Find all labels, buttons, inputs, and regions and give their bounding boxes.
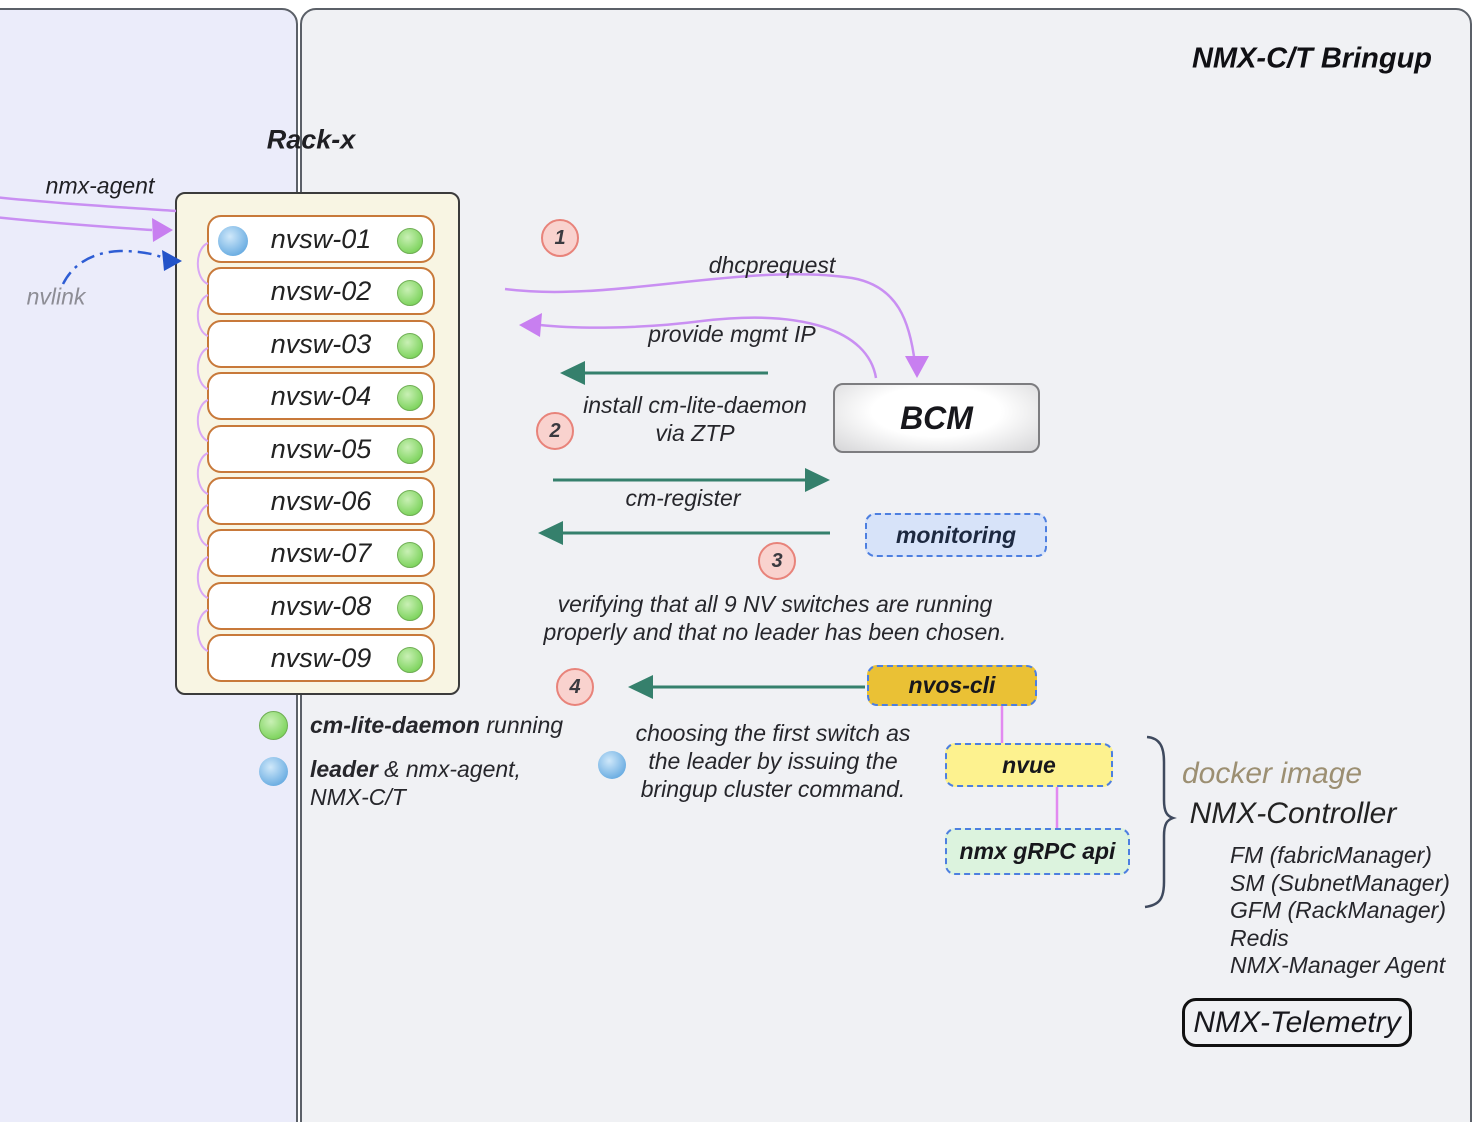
leader-icon xyxy=(259,757,288,786)
legend-running: cm-lite-daemon running xyxy=(310,712,564,738)
switch-name: nvsw-06 xyxy=(270,486,372,516)
status-running-icon xyxy=(397,385,423,411)
switch-name: nvsw-07 xyxy=(270,538,372,568)
docker-image-label: docker image xyxy=(1181,757,1363,790)
controller-components-list: FM (fabricManager) SM (SubnetManager) GF… xyxy=(1230,842,1450,980)
step-4-badge: 4 xyxy=(556,668,594,706)
switch-row-nvsw-05: nvsw-05 xyxy=(207,425,435,473)
switch-row-nvsw-09: nvsw-09 xyxy=(207,634,435,682)
switch-row-nvsw-04: nvsw-04 xyxy=(207,372,435,420)
leader-icon xyxy=(218,226,248,256)
bcm-node: BCM xyxy=(833,383,1040,453)
switch-name: nvsw-09 xyxy=(270,643,372,673)
nvos-cli-node: nvos-cli xyxy=(867,665,1037,706)
status-running-icon xyxy=(397,542,423,568)
rack-container: nvsw-01 nvsw-02 nvsw-03 nvsw-04 nvsw-05 … xyxy=(175,192,460,695)
page-title: NMX-C/T Bringup xyxy=(1191,42,1433,75)
status-running-icon xyxy=(397,228,423,254)
switch-row-nvsw-02: nvsw-02 xyxy=(207,267,435,315)
switch-name: nvsw-08 xyxy=(270,591,372,621)
status-running-icon xyxy=(397,595,423,621)
switch-name: nvsw-05 xyxy=(270,434,372,464)
switch-row-nvsw-03: nvsw-03 xyxy=(207,320,435,368)
component-item: Redis xyxy=(1230,924,1289,951)
status-running-icon xyxy=(397,280,423,306)
nvlink-label: nvlink xyxy=(26,283,86,310)
status-running-icon xyxy=(397,438,423,464)
legend-leader-line2: NMX-C/T xyxy=(310,784,406,810)
switch-row-nvsw-07: nvsw-07 xyxy=(207,529,435,577)
status-running-icon xyxy=(259,711,288,740)
monitoring-node: monitoring xyxy=(865,513,1047,557)
component-item: NMX-Manager Agent xyxy=(1230,952,1446,978)
status-running-icon xyxy=(397,490,423,516)
leader-icon xyxy=(598,751,626,779)
component-item: SM (SubnetManager) xyxy=(1230,869,1450,896)
switch-row-nvsw-06: nvsw-06 xyxy=(207,477,435,525)
step-2-badge: 2 xyxy=(536,412,574,450)
step-1-badge: 1 xyxy=(541,219,579,257)
switch-row-nvsw-01: nvsw-01 xyxy=(207,215,435,263)
cm-register-label: cm-register xyxy=(625,485,741,511)
install-ztp-label: install cm-lite-daemon via ZTP xyxy=(583,392,807,446)
nmx-grpc-api-node: nmx gRPC api xyxy=(945,828,1130,875)
step-3-badge: 3 xyxy=(758,542,796,580)
switch-name: nvsw-02 xyxy=(270,276,372,306)
nmx-agent-label: nmx-agent xyxy=(45,172,155,199)
legend-leader: leader & nmx-agent, xyxy=(310,756,521,782)
switch-name: nvsw-04 xyxy=(270,381,372,411)
choosing-note: choosing the first switch as the leader … xyxy=(635,720,911,802)
nvue-node: nvue xyxy=(945,743,1113,787)
nmx-controller-label: NMX-Controller xyxy=(1189,797,1397,830)
status-running-icon xyxy=(397,647,423,673)
switch-row-nvsw-08: nvsw-08 xyxy=(207,582,435,630)
component-item: FM (fabricManager) xyxy=(1230,842,1432,868)
switch-name: nvsw-03 xyxy=(270,329,372,359)
verifying-note: verifying that all 9 NV switches are run… xyxy=(543,591,1007,645)
nmx-telemetry-node: NMX-Telemetry xyxy=(1182,998,1412,1047)
switch-name: nvsw-01 xyxy=(270,224,372,254)
status-running-icon xyxy=(397,333,423,359)
rack-label: Rack-x xyxy=(266,124,356,155)
main-panel xyxy=(300,8,1472,1122)
component-item: GFM (RackManager) xyxy=(1230,897,1446,923)
dhcprequest-label: dhcprequest xyxy=(708,252,836,278)
provide-mgmt-ip-label: provide mgmt IP xyxy=(648,321,816,347)
